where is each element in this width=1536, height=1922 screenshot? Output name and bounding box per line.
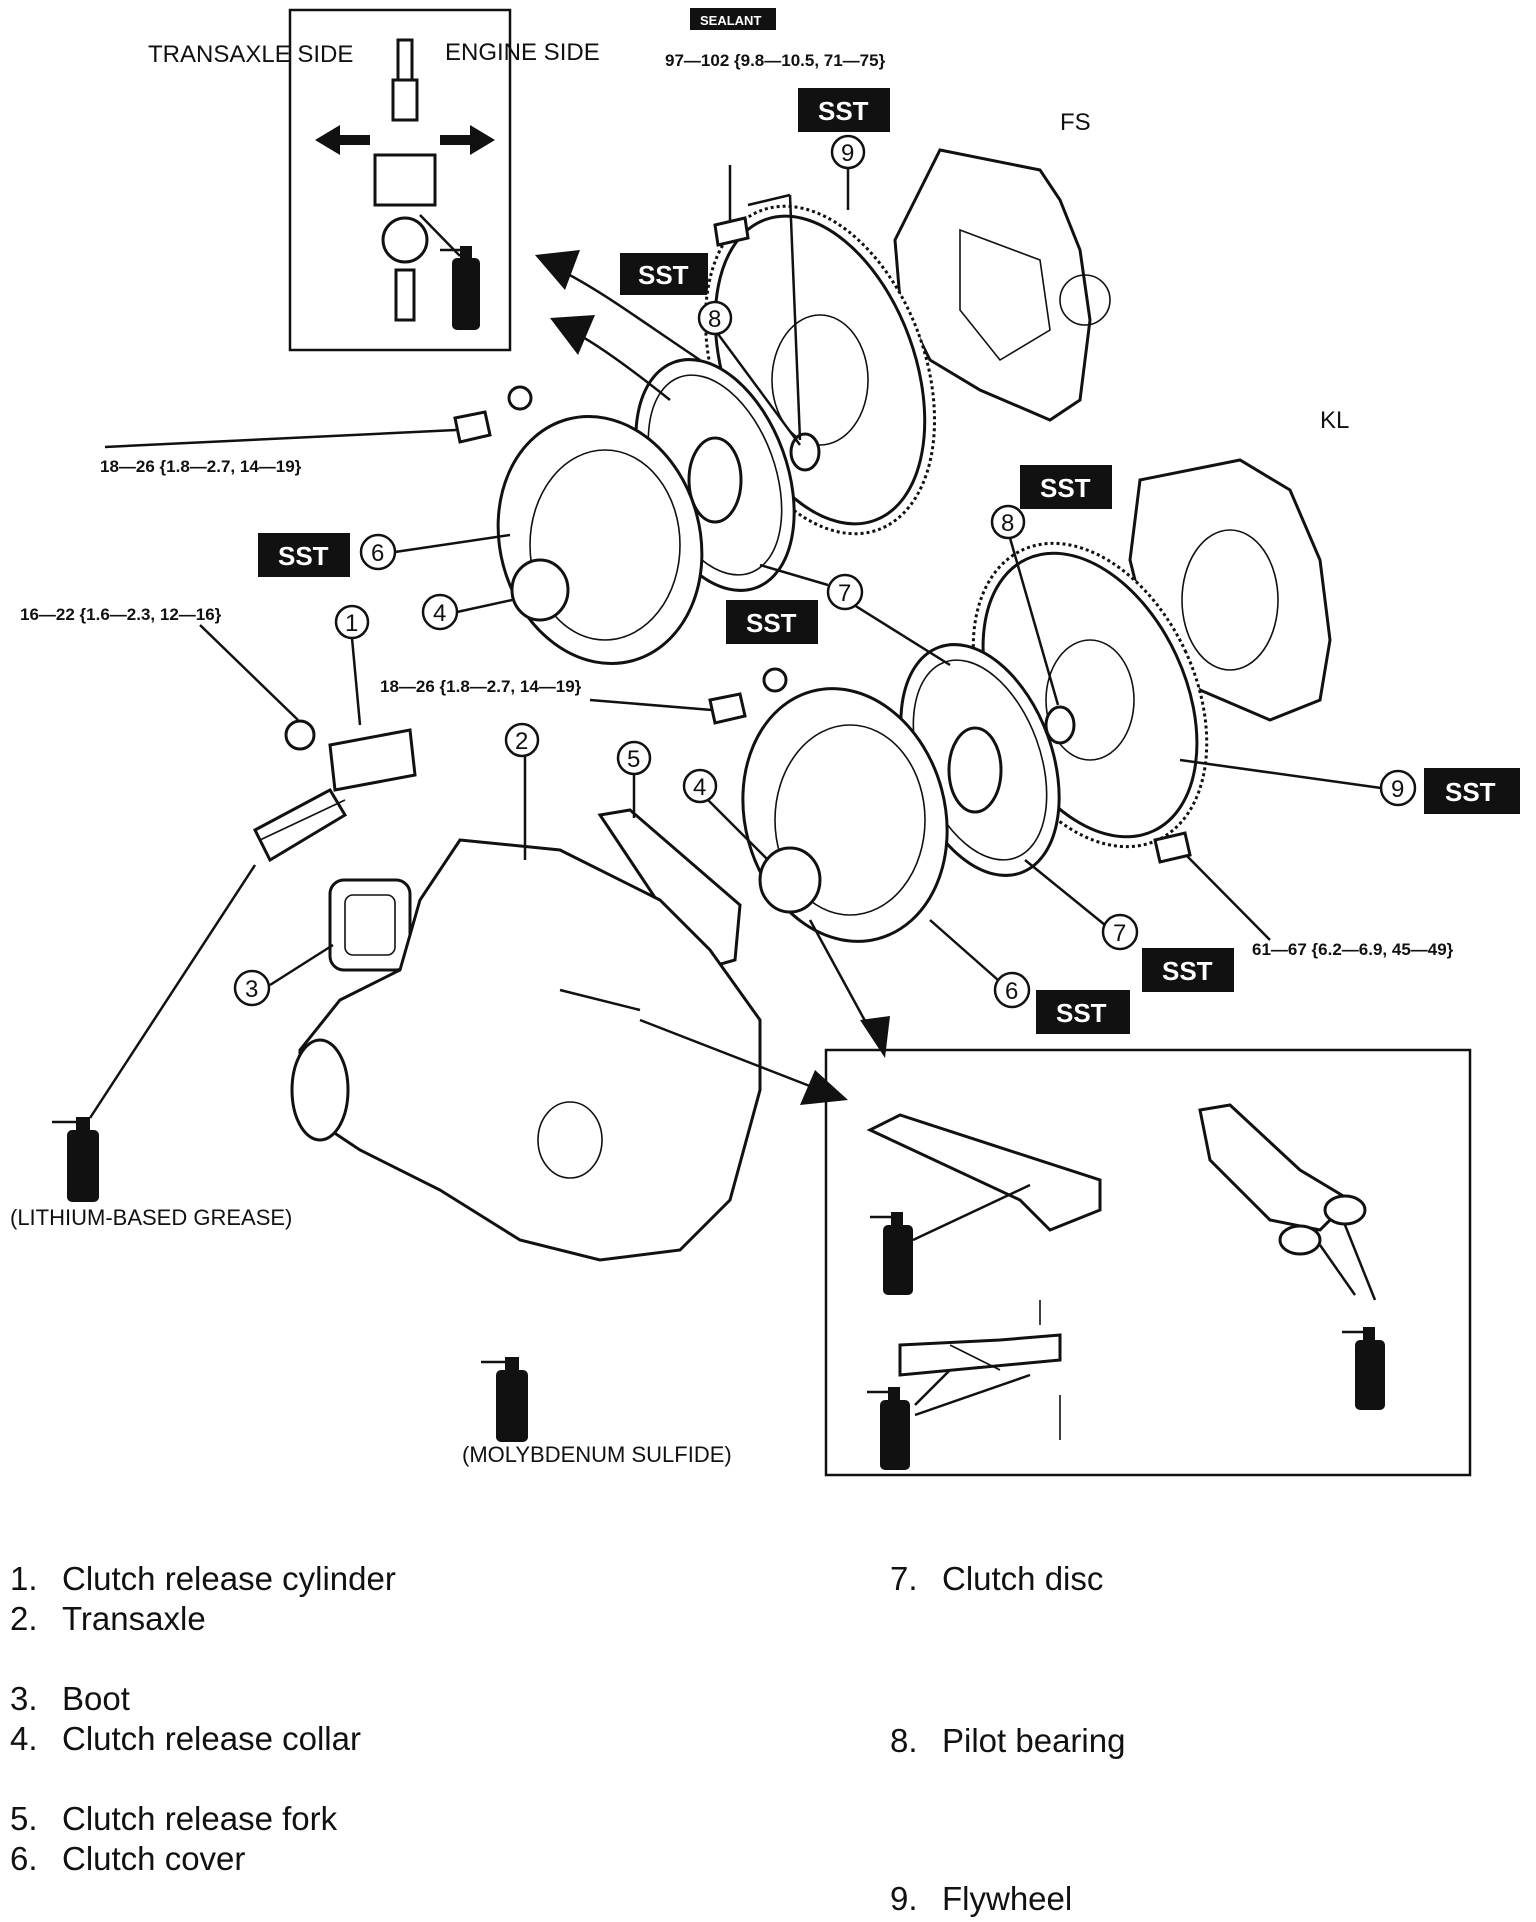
svg-text:9: 9 <box>841 140 854 167</box>
svg-text:SST: SST <box>638 260 689 290</box>
svg-text:3: 3 <box>245 976 258 1003</box>
inset-arrows <box>639 919 890 1105</box>
legend-item: 4.Clutch release collar <box>10 1720 361 1757</box>
legend-item: 9.Flywheel <box>890 1880 1073 1917</box>
clutch-cover-upper <box>496 415 704 665</box>
exploded-clutch-diagram: TRANSAXLE SIDE ENGINE SIDE SEALANT 97—10… <box>10 8 1520 1477</box>
legend-item: 2.Transaxle <box>10 1600 206 1637</box>
sst-badge-8-kl: SST <box>1020 465 1112 509</box>
svg-text:SST: SST <box>1056 998 1107 1028</box>
fs-engine-plate <box>893 148 1111 422</box>
torque-spec-cover-upper: 18—26 {1.8—2.7, 14—19} <box>100 457 302 476</box>
arrow-left-icon <box>315 125 370 155</box>
svg-text:SST: SST <box>1040 473 1091 503</box>
bleeder-screw <box>284 719 316 751</box>
svg-text:SST: SST <box>1445 777 1496 807</box>
svg-text:4: 4 <box>693 774 706 801</box>
svg-text:SST: SST <box>1162 956 1213 986</box>
svg-text:7: 7 <box>1113 920 1126 947</box>
svg-text:8: 8 <box>1001 510 1014 537</box>
torque-spec-cylinder: 16—22 {1.6—2.3, 12—16} <box>20 605 222 624</box>
legend-item: 8.Pilot bearing <box>890 1722 1126 1759</box>
callout-1: 1 <box>334 604 370 640</box>
torque-spec-flywheel-fs: 97—102 {9.8—10.5, 71—75} <box>665 51 886 70</box>
callout-7-upper: 7 <box>826 573 864 611</box>
sst-badge-9-fs: SST <box>798 88 890 132</box>
svg-text:5: 5 <box>627 746 640 773</box>
callout-9-fs: 9 <box>830 134 866 170</box>
cover-bolt-lower <box>708 667 788 725</box>
callout-7-lower: 7 <box>1101 913 1139 951</box>
cover-bolt-upper <box>453 385 533 444</box>
release-collar-upper <box>510 558 570 622</box>
note-lithium-grease: (LITHIUM-BASED GREASE) <box>10 1205 292 1230</box>
svg-text:4: 4 <box>433 600 446 627</box>
svg-text:2: 2 <box>515 728 528 755</box>
grease-can-icon <box>1342 1327 1385 1410</box>
flywheel-bolt-kl <box>1153 831 1192 864</box>
release-fork-lubrication-inset <box>824 1048 1472 1477</box>
sst-badge-7-lower: SST <box>1142 948 1234 992</box>
variant-label-kl: KL <box>1320 407 1349 434</box>
torque-spec-flywheel-kl: 61—67 {6.2—6.9, 45—49} <box>1252 940 1454 959</box>
note-molybdenum-sulfide: (MOLYBDENUM SULFIDE) <box>462 1442 732 1467</box>
svg-text:6: 6 <box>371 540 384 567</box>
svg-text:6: 6 <box>1005 978 1018 1005</box>
pilot-bearing-kl <box>1044 705 1076 745</box>
callout-4-lower: 4 <box>682 768 718 804</box>
pilot-bearing-tool-illustration <box>315 38 495 330</box>
legend-item: 3.Boot <box>10 1680 130 1717</box>
clutch-release-cylinder <box>253 719 417 863</box>
callout-2: 2 <box>504 722 540 758</box>
callout-9-kl: 9 <box>1379 769 1417 807</box>
torque-spec-cover-lower: 18—26 {1.8—2.7, 14—19} <box>380 677 582 696</box>
grease-can-icon <box>870 1212 913 1295</box>
sst-badge-7-upper: SST <box>726 600 818 644</box>
sst-badge-9-kl: SST <box>1424 768 1520 814</box>
flywheel-bolt-fs <box>713 216 750 247</box>
sst-badge-8-fs: SST <box>620 253 708 295</box>
svg-text:SST: SST <box>818 96 869 126</box>
grease-can-icon <box>440 246 480 330</box>
legend-item: 7.Clutch disc <box>890 1560 1104 1597</box>
transaxle-side-label: TRANSAXLE SIDE <box>148 41 353 68</box>
sealant-tag: SEALANT <box>690 8 776 30</box>
boot <box>328 878 412 972</box>
release-collar-lower <box>758 846 822 914</box>
svg-text:9: 9 <box>1391 776 1404 803</box>
legend-item: 6.Clutch cover <box>10 1840 246 1877</box>
callout-8-fs: 8 <box>697 300 733 336</box>
grease-can-icon <box>52 1117 99 1202</box>
svg-text:7: 7 <box>838 580 851 607</box>
direction-arrows <box>535 250 701 401</box>
clutch-cover-lower <box>741 687 949 943</box>
arrow-right-icon <box>440 125 495 155</box>
callout-8-kl: 8 <box>990 504 1026 540</box>
svg-text:SEALANT: SEALANT <box>700 13 761 28</box>
svg-text:1: 1 <box>345 610 358 637</box>
sst-badge-6-lower: SST <box>1036 990 1130 1034</box>
grease-can-icon <box>867 1387 910 1470</box>
callout-5: 5 <box>616 740 652 776</box>
legend-item: 1.Clutch release cylinder <box>10 1560 396 1597</box>
legend-item: 5.Clutch release fork <box>10 1800 338 1837</box>
transaxle <box>290 838 762 1262</box>
transaxle-engine-inset: TRANSAXLE SIDE ENGINE SIDE <box>148 8 600 352</box>
callout-4-upper: 4 <box>421 593 459 631</box>
callout-6-upper: 6 <box>359 533 397 571</box>
grease-can-icon <box>481 1357 528 1442</box>
svg-text:SST: SST <box>746 608 797 638</box>
callout-3: 3 <box>233 969 271 1007</box>
variant-label-fs: FS <box>1060 109 1091 136</box>
parts-legend: 1.Clutch release cylinder 2.Transaxle 3.… <box>0 1540 1536 1920</box>
svg-text:8: 8 <box>708 306 721 333</box>
sst-badge-6-upper: SST <box>258 533 350 577</box>
engine-side-label: ENGINE SIDE <box>445 39 600 66</box>
callout-6-lower: 6 <box>993 971 1031 1009</box>
svg-text:SST: SST <box>278 541 329 571</box>
